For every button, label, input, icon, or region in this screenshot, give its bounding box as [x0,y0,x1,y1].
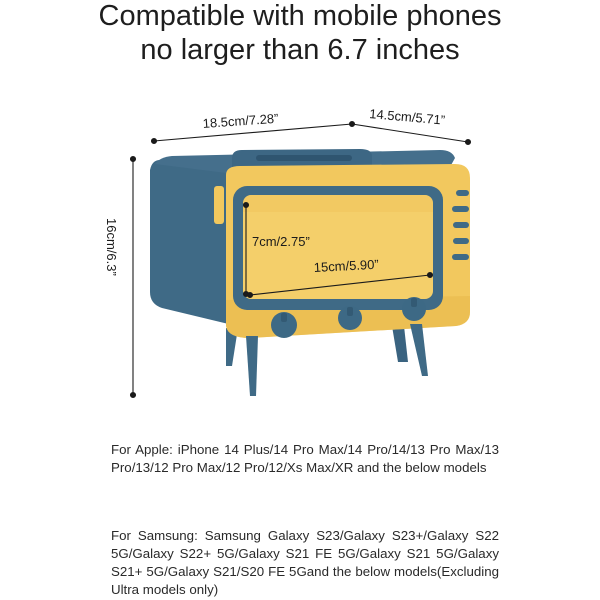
screen-top-shade [243,195,433,212]
side-tab [214,186,224,224]
apple-compatibility-text: For Apple: iPhone 14 Plus/14 Pro Max/14 … [111,442,499,475]
dimension-lines [129,120,472,399]
dim-height-label: 16cm/6.3” [104,218,119,276]
back-legs [226,326,408,366]
tv-tissue-box-illustration: 18.5cm/7.28” 14.5cm/5.71” 16cm/6.3” 7cm/… [104,106,472,399]
headline-line-1: Compatible with mobile phones [98,0,502,32]
screen-area [243,195,433,299]
dim-screen-width-label: 15cm/5.90” [313,257,379,275]
side-buttons [452,190,469,260]
knobs [271,297,426,338]
dim-width-label: 18.5cm/7.28” [202,111,279,131]
headline: Compatible with mobile phones no larger … [0,0,600,67]
samsung-compatibility-text: For Samsung: Samsung Galaxy S23/Galaxy S… [111,528,499,597]
headline-line-2: no larger than 6.7 inches [140,34,460,66]
dim-screen-height-label: 7cm/2.75” [252,234,310,249]
dim-depth-label: 14.5cm/5.71” [369,106,446,128]
front-legs [246,324,428,396]
tissue-opening [256,155,352,161]
